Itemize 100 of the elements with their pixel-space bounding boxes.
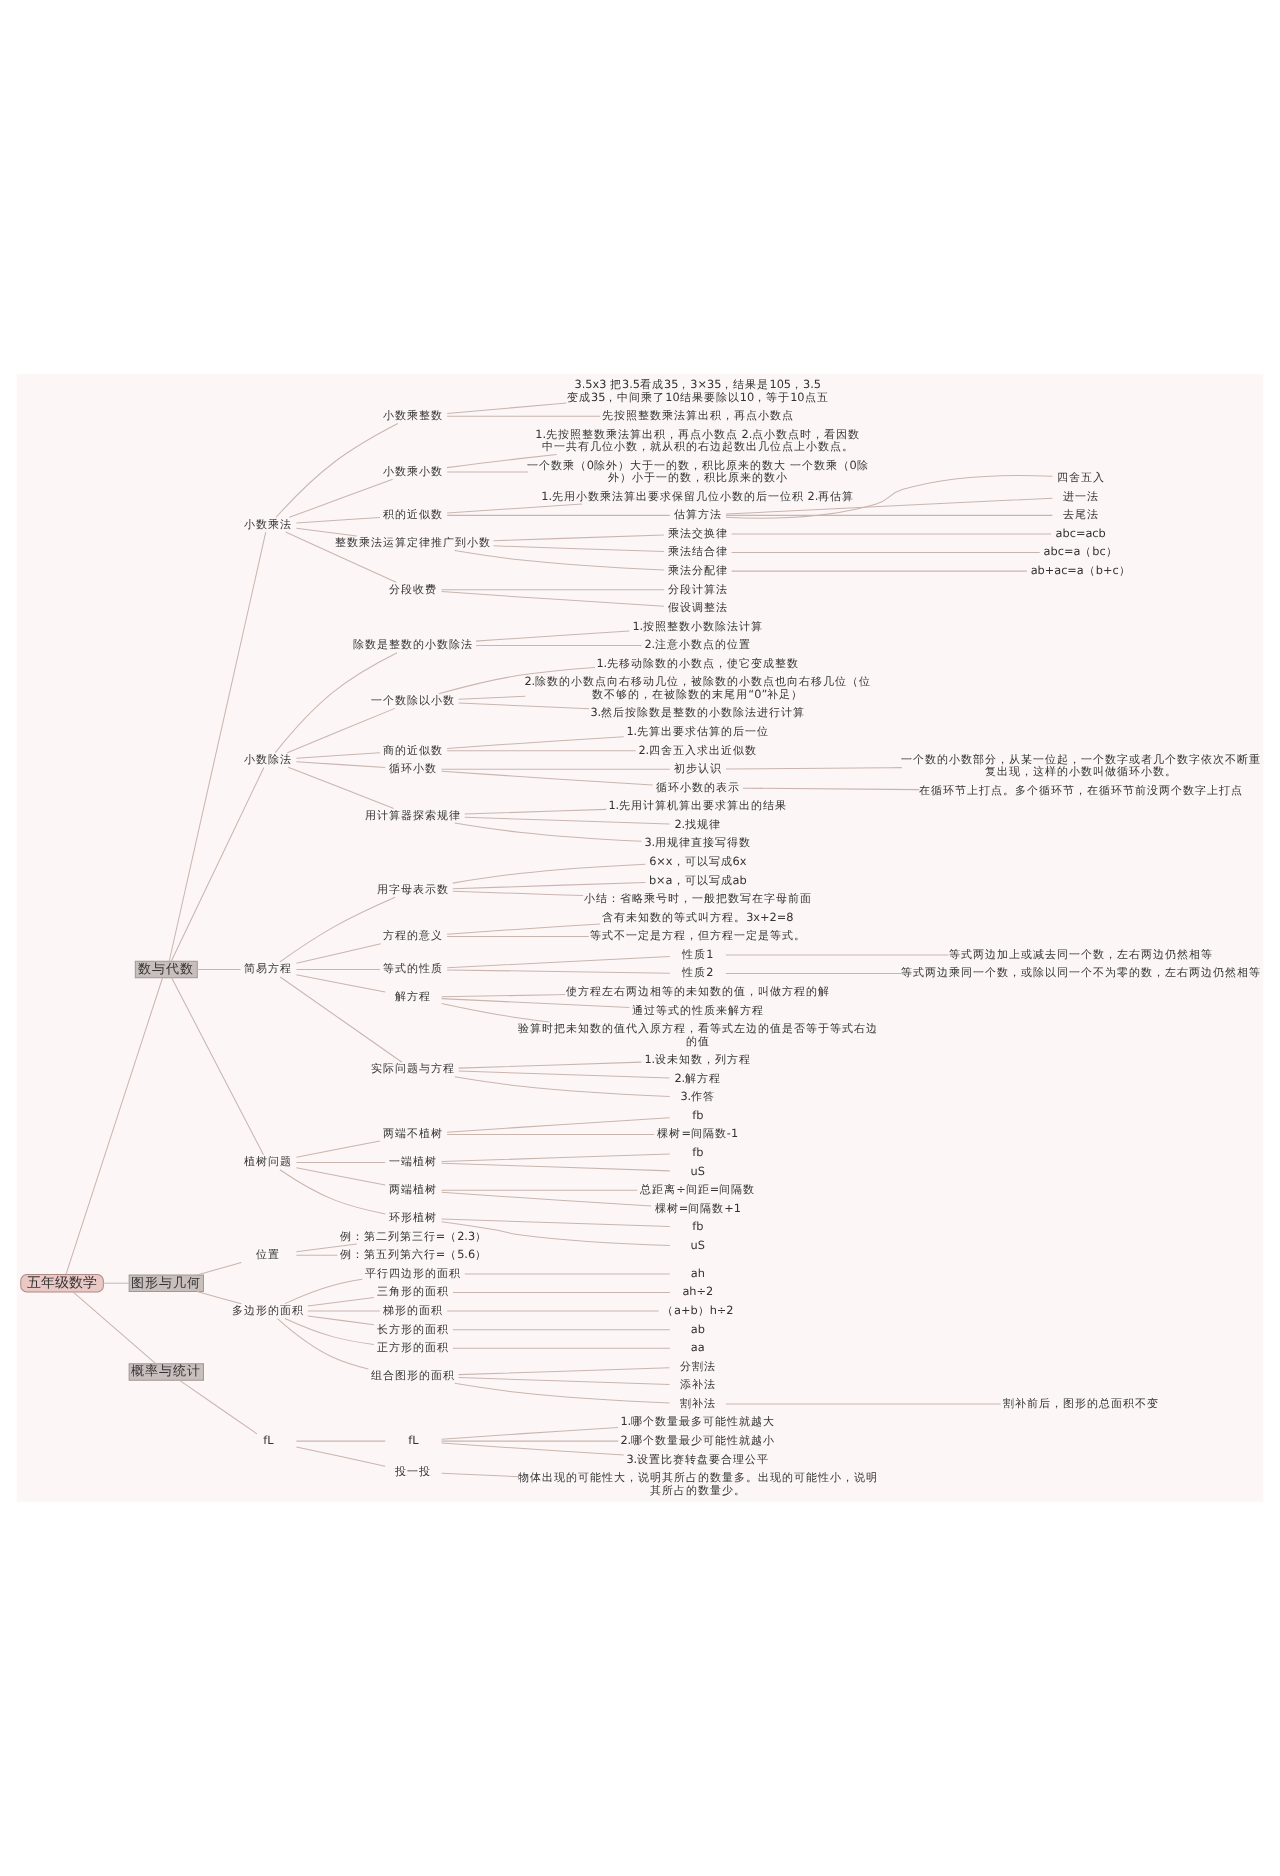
connector <box>72 1291 157 1365</box>
connector <box>441 1221 671 1246</box>
connector <box>279 896 396 963</box>
connector <box>295 1254 338 1256</box>
connector <box>731 552 1041 554</box>
connector <box>307 1315 375 1326</box>
connector <box>454 822 642 842</box>
connector <box>446 736 625 749</box>
connector <box>452 863 646 884</box>
connector <box>274 652 398 754</box>
connector <box>446 454 558 469</box>
connector <box>725 514 1053 516</box>
connector <box>275 423 399 518</box>
connector <box>731 570 1028 572</box>
connector <box>295 761 386 768</box>
connector <box>279 976 403 1063</box>
connector <box>295 968 381 970</box>
connector <box>171 977 264 1156</box>
connector <box>441 1153 671 1163</box>
connector <box>441 1440 619 1442</box>
connector <box>446 923 601 935</box>
connector <box>102 1282 130 1284</box>
connector <box>458 1061 642 1069</box>
connector <box>441 1426 619 1440</box>
connector <box>458 695 526 700</box>
connector <box>725 954 949 956</box>
connector <box>441 1189 638 1191</box>
connector <box>295 1243 358 1253</box>
connector <box>168 531 267 962</box>
connector <box>441 1218 671 1228</box>
connector <box>441 998 630 1009</box>
connector <box>452 1347 671 1349</box>
connector <box>295 752 381 759</box>
connector <box>446 955 671 969</box>
connector <box>441 1002 550 1023</box>
connector <box>284 1278 363 1305</box>
connector <box>475 644 643 646</box>
connector <box>452 1329 671 1331</box>
connector <box>458 702 590 710</box>
connector <box>295 1440 386 1442</box>
connector <box>441 589 665 591</box>
connector <box>725 475 1054 519</box>
connector <box>446 503 583 514</box>
connector <box>446 471 529 473</box>
connector <box>295 1161 386 1163</box>
connector <box>295 1140 381 1158</box>
connector <box>295 517 381 524</box>
connector <box>307 1296 375 1307</box>
connector <box>295 1446 386 1467</box>
connector <box>438 666 596 695</box>
connector <box>446 750 637 752</box>
connector <box>196 1262 242 1276</box>
connector <box>452 890 584 897</box>
connector <box>277 1318 369 1370</box>
connector <box>446 514 671 516</box>
connector <box>454 1382 671 1404</box>
connector <box>441 1472 520 1478</box>
connector <box>464 1273 671 1275</box>
connector <box>441 768 671 770</box>
connector <box>295 527 358 537</box>
connector <box>446 969 671 974</box>
connector <box>452 881 647 890</box>
connector <box>441 591 665 607</box>
connector <box>446 935 590 937</box>
connector <box>307 1310 381 1312</box>
connector <box>493 534 665 542</box>
connector <box>446 1134 655 1136</box>
connector <box>475 630 630 642</box>
connector <box>295 1167 386 1186</box>
connector <box>170 766 265 962</box>
connector <box>458 1367 671 1376</box>
connector <box>493 545 665 552</box>
connector <box>458 1377 671 1385</box>
connector <box>295 943 382 964</box>
connector <box>196 968 241 970</box>
connector <box>725 973 903 975</box>
connector <box>452 1292 671 1293</box>
connector <box>179 1379 258 1435</box>
connector <box>446 1310 660 1312</box>
connector <box>286 707 396 754</box>
connector <box>287 766 395 809</box>
connector <box>464 816 671 825</box>
connector <box>464 808 607 815</box>
connector <box>458 1070 671 1079</box>
connector <box>279 1169 387 1215</box>
connector <box>65 977 163 1275</box>
connector <box>742 787 920 791</box>
connector <box>446 415 601 417</box>
connector <box>446 1117 671 1133</box>
connector <box>454 1076 671 1097</box>
connector <box>731 533 1052 535</box>
connector <box>441 994 566 998</box>
connector <box>725 497 1053 515</box>
connector <box>196 1291 242 1305</box>
connector <box>441 1162 671 1172</box>
connector <box>441 1442 625 1456</box>
connector <box>288 478 394 518</box>
connector <box>284 1318 375 1346</box>
connector <box>454 549 665 571</box>
connector <box>441 1191 652 1207</box>
